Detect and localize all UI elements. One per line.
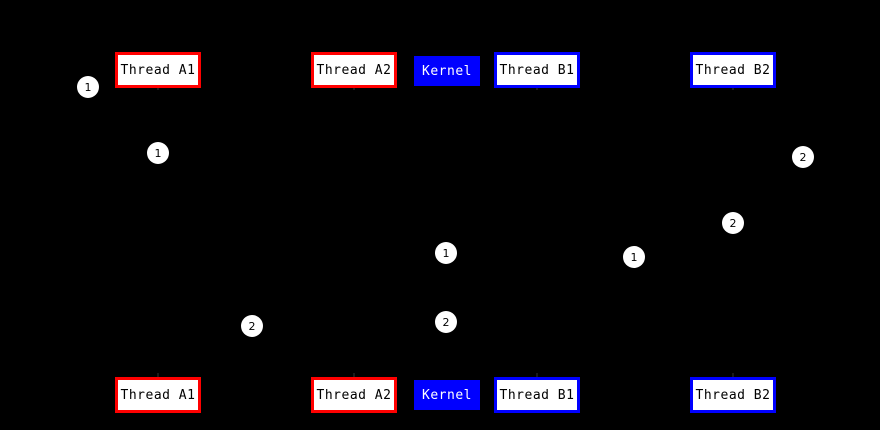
participant-label: Thread A1	[120, 387, 196, 403]
message-marker: 2	[241, 315, 263, 337]
message-marker-number: 2	[799, 150, 807, 164]
message-marker-number: 1	[630, 250, 638, 264]
message-marker: 2	[792, 146, 814, 168]
message-marker: 1	[623, 246, 645, 268]
participant-box-thread-b2-bottom[interactable]: Thread B2	[690, 377, 776, 413]
lifeline-thread-a1	[158, 88, 159, 377]
lifeline-stub-b1-top	[536, 86, 538, 90]
message-arrow-self-a1	[158, 120, 218, 121]
message-marker: 2	[722, 212, 744, 234]
message-marker: 1	[77, 76, 99, 98]
message-marker: 2	[435, 311, 457, 333]
message-marker-number: 1	[154, 146, 162, 160]
message-marker-number: 1	[84, 80, 92, 94]
participant-label: Thread A2	[316, 387, 392, 403]
lifeline-stub-b1-bottom	[536, 373, 538, 377]
participant-label: Thread B2	[695, 62, 771, 78]
participant-box-kernel-bottom[interactable]: Kernel	[414, 380, 480, 410]
participant-label: Thread B1	[499, 387, 575, 403]
lifeline-stub-a2-bottom	[353, 373, 355, 377]
message-marker-number: 1	[442, 246, 450, 260]
message-marker-number: 2	[442, 315, 450, 329]
participant-box-kernel-top[interactable]: Kernel	[414, 56, 480, 86]
participant-box-thread-b1-bottom[interactable]: Thread B1	[494, 377, 580, 413]
participant-label: Kernel	[422, 387, 472, 403]
message-marker: 1	[147, 142, 169, 164]
lifeline-kernel	[447, 86, 448, 380]
message-marker-number: 2	[248, 319, 256, 333]
participant-box-thread-a1-bottom[interactable]: Thread A1	[115, 377, 201, 413]
participant-box-thread-b2-top[interactable]: Thread B2	[690, 52, 776, 88]
participant-label: Thread B2	[695, 387, 771, 403]
participant-box-thread-a2-top[interactable]: Thread A2	[311, 52, 397, 88]
participant-box-thread-b1-top[interactable]: Thread B1	[494, 52, 580, 88]
participant-label: Thread B1	[499, 62, 575, 78]
lifeline-stub-a1-top	[157, 86, 159, 90]
participant-label: Kernel	[422, 63, 472, 79]
lifeline-stub-a2-top	[353, 86, 355, 90]
participant-label: Thread A2	[316, 62, 392, 78]
lifeline-thread-a2	[354, 88, 355, 377]
lifeline-stub-b2-top	[732, 86, 734, 90]
lifeline-stub-b2-bottom	[732, 373, 734, 377]
message-marker: 1	[435, 242, 457, 264]
participant-box-thread-a2-bottom[interactable]: Thread A2	[311, 377, 397, 413]
lifeline-stub-a1-bottom	[157, 373, 159, 377]
message-marker-number: 2	[729, 216, 737, 230]
participant-box-thread-a1-top[interactable]: Thread A1	[115, 52, 201, 88]
message-arrow-self-b2	[673, 190, 733, 191]
participant-label: Thread A1	[120, 62, 196, 78]
lifeline-thread-b1	[537, 88, 538, 377]
message-arrow-kernel-b1	[447, 253, 537, 254]
